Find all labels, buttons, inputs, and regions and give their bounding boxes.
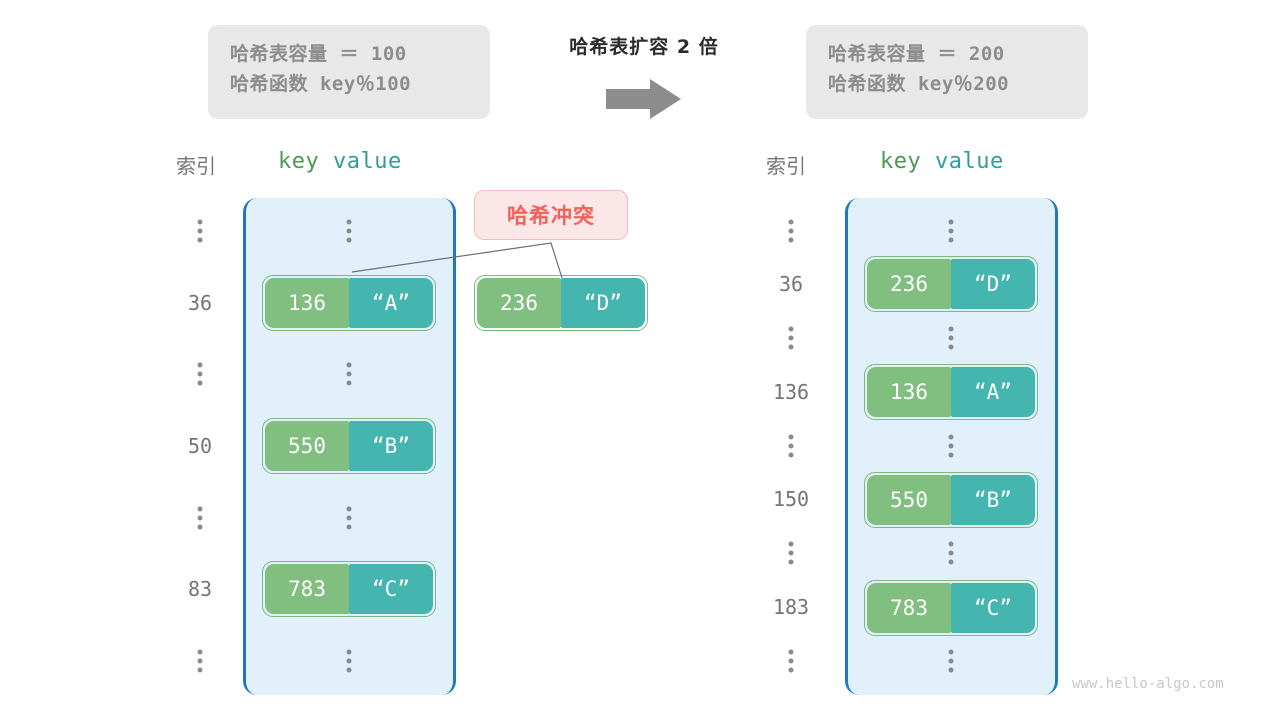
left-key-header-label: key [278,149,320,174]
right-index-label-7: 183 [772,595,810,619]
left-index-header: 索引 [176,154,216,178]
right-pair-136[interactable]: 136 “A” [864,364,1038,420]
expansion-title: 哈希表扩容 2 倍 [569,36,719,58]
left-index-label-1: 36 [187,291,213,315]
right-pair-150[interactable]: 550 “B” [864,472,1038,528]
left-value-header-label: value [333,149,402,174]
right-index-label-3: 136 [772,380,810,404]
right-arrow-icon [606,78,682,120]
left-bucket-ellipsis-6 [346,649,352,673]
left-pair-83-key: 783 [265,564,349,614]
collision-pair-value: “D” [561,278,645,328]
right-key-header-label: key [880,149,922,174]
right-pair-36-value: “D” [951,259,1035,309]
right-bucket-ellipsis-8 [948,649,954,673]
left-function-line: 哈希函数 key％100 [230,73,412,95]
right-index-ellipsis-4 [788,434,794,458]
right-pair-183-value: “C” [951,583,1035,633]
left-pair-36-key: 136 [265,278,349,328]
right-pair-183-key: 783 [867,583,951,633]
right-index-label-1: 36 [778,272,804,296]
right-function-line: 哈希函数 key％200 [828,73,1010,95]
right-pair-150-key: 550 [867,475,951,525]
right-keyvalue-header: key value [880,149,1004,174]
left-pair-83[interactable]: 783 “C” [262,561,436,617]
right-index-label-5: 150 [772,487,810,511]
right-pair-136-value: “A” [951,367,1035,417]
left-index-ellipsis-4 [197,506,203,530]
right-bucket-ellipsis-2 [948,326,954,350]
right-hash-config-box: 哈希表容量 ＝ 200 哈希函数 key％200 [806,25,1088,119]
right-index-header: 索引 [766,154,806,178]
right-index-ellipsis-6 [788,541,794,565]
right-value-header-label: value [935,149,1004,174]
left-index-label-5: 83 [187,577,213,601]
left-pair-50-key: 550 [265,421,349,471]
left-hash-config-box: 哈希表容量 ＝ 100 哈希函数 key％100 [208,25,490,119]
left-bucket-ellipsis-4 [346,506,352,530]
left-index-ellipsis-2 [197,362,203,386]
left-index-label-3: 50 [187,434,213,458]
left-capacity-line: 哈希表容量 ＝ 100 [230,43,407,65]
left-index-ellipsis-6 [197,649,203,673]
left-pair-83-value: “C” [349,564,433,614]
right-pair-36-key: 236 [867,259,951,309]
left-index-ellipsis-0 [197,219,203,243]
right-pair-36[interactable]: 236 “D” [864,256,1038,312]
right-capacity-line: 哈希表容量 ＝ 200 [828,43,1005,65]
right-bucket-ellipsis-4 [948,434,954,458]
collision-pair-key: 236 [477,278,561,328]
left-keyvalue-header: key value [278,149,402,174]
hash-collision-badge: 哈希冲突 [474,190,628,240]
right-pair-183[interactable]: 783 “C” [864,580,1038,636]
right-pair-136-key: 136 [867,367,951,417]
right-bucket-ellipsis-6 [948,541,954,565]
right-bucket-ellipsis-0 [948,219,954,243]
collision-pair-236[interactable]: 236 “D” [474,275,648,331]
right-index-ellipsis-8 [788,649,794,673]
right-pair-150-value: “B” [951,475,1035,525]
left-pair-50-value: “B” [349,421,433,471]
left-bucket-ellipsis-2 [346,362,352,386]
left-bucket-ellipsis-0 [346,219,352,243]
left-pair-36[interactable]: 136 “A” [262,275,436,331]
left-pair-36-value: “A” [349,278,433,328]
right-index-ellipsis-0 [788,219,794,243]
right-index-ellipsis-2 [788,326,794,350]
left-pair-50[interactable]: 550 “B” [262,418,436,474]
watermark: www.hello-algo.com [1072,676,1224,692]
